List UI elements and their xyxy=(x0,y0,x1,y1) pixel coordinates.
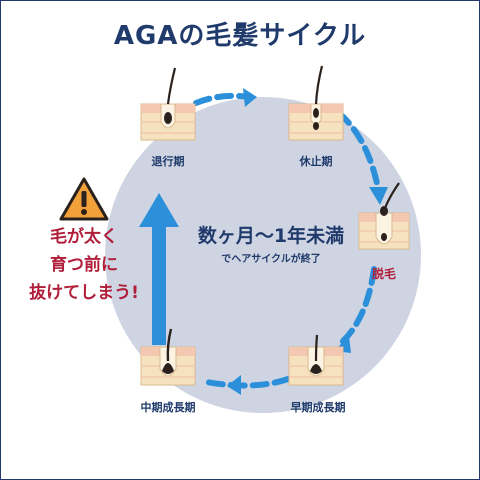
warning-line-2: 育つ前に xyxy=(50,255,118,275)
label-mid-growth: 中期成長期 xyxy=(140,401,196,414)
label-early-growth: 早期成長期 xyxy=(290,401,346,414)
skin-shedding xyxy=(358,182,410,250)
arrowhead-shedding xyxy=(369,187,388,205)
arrow-early-to-mid xyxy=(198,376,291,389)
skin-mid-growth xyxy=(140,328,196,386)
warning-triangle-icon xyxy=(59,177,109,221)
label-shedding: 脱毛 xyxy=(371,267,396,281)
warning-message: 毛が太く 育つ前に 抜けてしまう! xyxy=(15,223,153,307)
arrowhead-resting xyxy=(243,88,257,107)
page-title: AGAの毛髪サイクル xyxy=(113,21,367,51)
warning-line-1: 毛が太く xyxy=(50,227,118,247)
label-regression: 退行期 xyxy=(151,155,185,168)
warning-line-3: 抜けてしまう! xyxy=(29,283,139,303)
up-arrow xyxy=(139,193,179,345)
skin-regression xyxy=(140,67,196,141)
label-resting: 休止期 xyxy=(299,155,333,168)
skin-early-growth xyxy=(288,334,344,386)
arrow-resting-to-shedding xyxy=(336,110,382,196)
cycle-duration-subtext: でヘアサイクルが終了 xyxy=(221,254,321,265)
arrowhead-mid xyxy=(227,375,241,395)
cycle-duration-text: 数ヶ月〜1年未満 xyxy=(197,225,345,247)
arrow-shedding-to-early xyxy=(338,266,377,346)
skin-resting xyxy=(288,65,344,141)
cycle-disc xyxy=(105,97,421,413)
